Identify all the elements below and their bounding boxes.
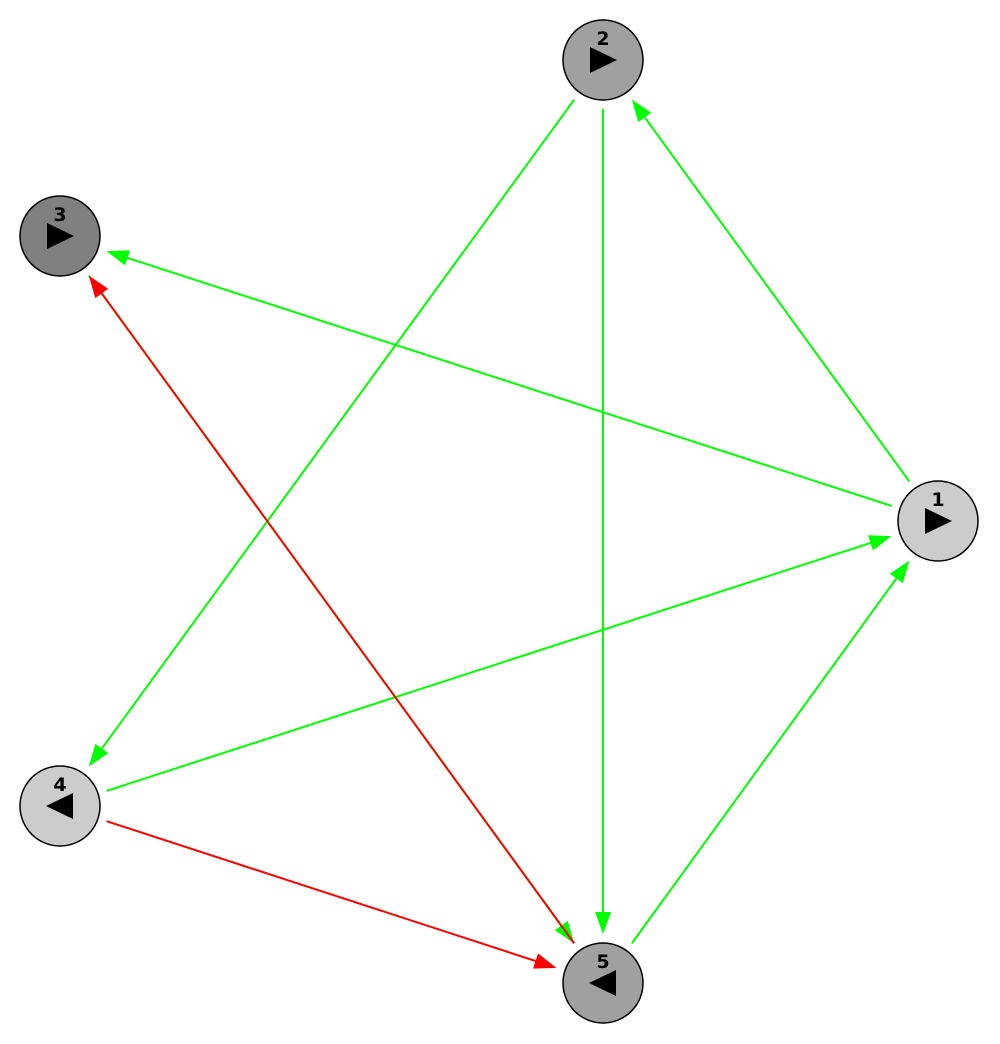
arrowhead-icon <box>631 99 652 123</box>
arrowhead-icon <box>88 275 109 299</box>
node-5[interactable]: 5 <box>562 942 644 1024</box>
node-label: 5 <box>596 951 609 973</box>
edge-line <box>100 292 575 944</box>
edge-line <box>100 99 575 750</box>
edges-layer <box>88 99 911 969</box>
node-1[interactable]: 1 <box>897 480 979 562</box>
edge-5-to-1 <box>630 560 910 944</box>
edge-line <box>643 116 911 482</box>
node-label: 2 <box>596 28 609 50</box>
play-right-icon <box>925 508 952 534</box>
edge-2-to-4 <box>88 99 575 767</box>
edge-4-to-1 <box>106 535 892 792</box>
edge-2-to-5 <box>595 109 611 934</box>
edge-5-to-3 <box>88 275 575 944</box>
play-left-icon <box>589 970 616 996</box>
node-label: 4 <box>53 774 66 796</box>
edge-1-to-2 <box>631 99 911 482</box>
play-right-icon <box>590 47 617 73</box>
arrowhead-icon <box>595 912 611 934</box>
play-right-icon <box>47 223 74 249</box>
edge-line <box>106 541 871 792</box>
arrowhead-icon <box>533 953 557 969</box>
arrowhead-icon <box>867 535 892 551</box>
arrowhead-icon <box>88 743 109 767</box>
edge-1-to-3 <box>106 250 892 507</box>
node-2[interactable]: 2 <box>562 19 644 101</box>
edge-line <box>630 577 898 944</box>
edge-line <box>127 256 892 507</box>
arrowhead-icon <box>889 560 910 584</box>
arrowhead-icon <box>106 250 131 266</box>
node-4[interactable]: 4 <box>19 765 101 847</box>
node-3[interactable]: 3 <box>19 195 101 277</box>
edge-line <box>106 820 536 962</box>
node-label: 1 <box>931 489 944 511</box>
play-left-icon <box>46 793 73 819</box>
node-label: 3 <box>53 204 66 226</box>
edge-4-to-5 <box>106 820 557 969</box>
nodes-layer: 1 2 3 4 5 <box>19 19 979 1024</box>
